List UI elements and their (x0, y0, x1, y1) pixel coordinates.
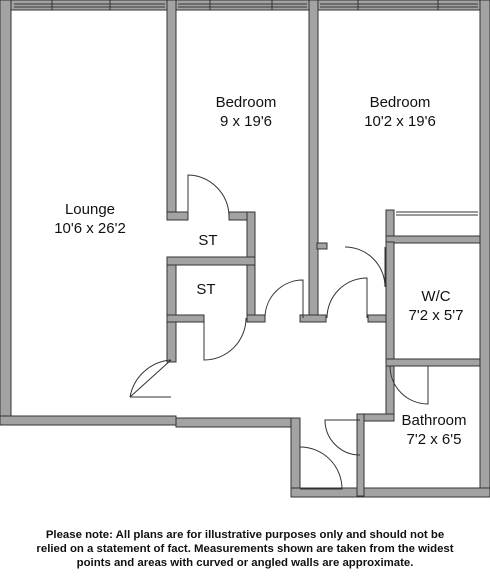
wc-label: W/C 7'2 x 5'7 (395, 287, 477, 325)
lounge-divider-wall (166, 0, 177, 219)
bathroom-size: 7'2 x 6'5 (406, 431, 462, 448)
wc-name: W/C (421, 288, 451, 305)
bedroom1-label: Bedroom 9 x 19'6 (186, 93, 306, 131)
store-right-wall (246, 211, 256, 323)
lounge-divider-wall-lower (166, 261, 177, 363)
bedroom2-inner-door (344, 246, 386, 288)
bedroom1-name: Bedroom (215, 94, 277, 111)
wardrobe-bottom-wall (385, 235, 481, 244)
store-top-wall (166, 211, 189, 221)
bedroom-divider-wall (308, 0, 319, 323)
lower-step-wall (290, 417, 301, 497)
lounge-name: Lounge (64, 201, 116, 218)
store1-name: ST (198, 232, 218, 249)
wc-hall-stub (367, 314, 389, 323)
bedroom2-name: Bedroom (369, 94, 431, 111)
bathroom-name: Bathroom (401, 412, 467, 429)
bedroom2-stub (316, 242, 328, 250)
top-wall (0, 0, 490, 11)
lounge-size: 10'6 x 26'2 (54, 220, 126, 237)
wc-door (389, 365, 429, 405)
bedroom2-size: 10'2 x 19'6 (364, 113, 436, 130)
store1-door (187, 174, 230, 217)
right-wall (479, 0, 490, 498)
bathroom-label: Bathroom 7'2 x 6'5 (390, 411, 478, 449)
wc-bottom-wall (385, 358, 481, 367)
bedroom1-size: 9 x 19'6 (219, 113, 273, 130)
bathroom-left-wall (385, 365, 395, 415)
lounge-label: Lounge 10'6 x 26'2 (30, 200, 150, 238)
store-mid-wall (166, 256, 256, 266)
disclaimer-note: Please note: All plans are for illustrat… (36, 529, 454, 569)
left-wall (0, 0, 12, 425)
store2-name: ST (196, 281, 216, 298)
hall-bottom-wall (175, 417, 301, 428)
wc-left-wall (385, 241, 395, 367)
entrance-door (299, 446, 343, 490)
lounge-door (129, 359, 172, 398)
store1-label: ST (186, 231, 230, 250)
lounge-bottom-wall (0, 415, 177, 426)
hall-bedroom-wall (246, 314, 266, 323)
bedroom-hall-stub (299, 314, 327, 323)
wc-size: 7'2 x 5'7 (408, 307, 464, 324)
bathroom-door (324, 419, 361, 456)
bedroom2-door (326, 277, 368, 319)
store-bottom-wall (166, 314, 205, 323)
bedroom1-door (264, 279, 304, 319)
bottom-wall (290, 487, 490, 498)
bedroom2-label: Bedroom 10'2 x 19'6 (340, 93, 460, 131)
store2-door (203, 317, 247, 361)
store2-label: ST (184, 280, 228, 299)
